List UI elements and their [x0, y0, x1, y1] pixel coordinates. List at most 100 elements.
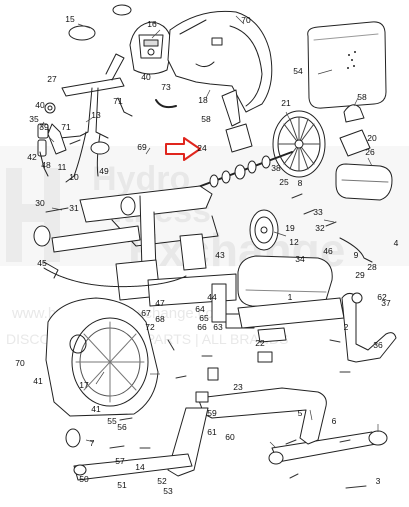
callout-c54: 54	[293, 66, 303, 76]
seat-handle	[341, 292, 397, 363]
callout-c58b: 58	[357, 92, 367, 102]
callout-c31: 31	[69, 203, 79, 213]
callout-c44: 44	[207, 292, 217, 302]
callout-c35: 35	[29, 114, 39, 124]
callout-c18: 18	[198, 95, 208, 105]
end-cap-left	[268, 451, 284, 465]
seat-back	[307, 21, 387, 109]
flywheel	[249, 209, 279, 251]
callout-c3: 3	[376, 476, 381, 486]
callout-c8: 8	[298, 178, 303, 188]
left-tube	[51, 225, 141, 253]
front-stabilizer	[73, 453, 193, 481]
callout-c38: 38	[271, 163, 281, 173]
callout-c10a: 10	[69, 172, 79, 182]
callout-c52: 52	[157, 476, 167, 486]
callout-c50: 50	[79, 474, 89, 484]
bolts	[45, 139, 367, 489]
callout-c69: 69	[137, 142, 147, 152]
callout-c30: 30	[35, 198, 45, 208]
callout-c20: 20	[367, 133, 377, 143]
callout-c14: 14	[135, 462, 145, 472]
side-shroud	[45, 297, 159, 417]
seat-back-seam	[313, 33, 379, 41]
bracket-58	[221, 89, 241, 127]
frame-bottom	[197, 387, 327, 445]
pedal-cluster	[37, 102, 56, 177]
callout-c68: 68	[155, 314, 165, 324]
fan-wheel	[272, 110, 326, 178]
bracket-20	[339, 129, 371, 157]
callout-c63: 63	[213, 322, 223, 332]
callout-c40a: 40	[35, 100, 45, 110]
callout-c21: 21	[281, 98, 291, 108]
console-tray	[68, 25, 96, 41]
clamp-59	[195, 391, 209, 403]
callout-c26: 26	[365, 147, 375, 157]
foot-cap	[73, 464, 87, 476]
lever-71	[117, 97, 133, 117]
callout-c49: 49	[99, 166, 109, 176]
callout-c33: 33	[313, 207, 323, 217]
callout-c9: 9	[354, 250, 359, 260]
callout-c13: 13	[91, 110, 101, 120]
tension-cable	[43, 267, 187, 288]
callout-c70b: 70	[15, 358, 25, 368]
callout-c57: 57	[115, 456, 125, 466]
end-cap-right	[368, 430, 388, 446]
callout-c40b: 40	[141, 72, 151, 82]
callout-c39: 39	[39, 122, 49, 132]
callout-c7: 7	[90, 438, 95, 448]
tube-end	[120, 196, 136, 216]
callout-c25: 25	[279, 177, 289, 187]
handlebar-upright	[45, 53, 125, 183]
tray-cap	[112, 4, 132, 16]
callout-c66: 66	[197, 322, 207, 332]
callout-c15: 15	[65, 14, 75, 24]
callout-c42: 42	[27, 152, 37, 162]
callout-c71b: 71	[61, 122, 71, 132]
callout-c17: 17	[79, 380, 89, 390]
axle-assembly	[189, 151, 293, 191]
callout-c5: 5	[298, 408, 303, 418]
callout-c65: 65	[199, 313, 209, 323]
seat-knob	[257, 327, 287, 343]
callout-c34: 34	[295, 254, 305, 264]
callout-c27: 27	[47, 74, 57, 84]
upper-shroud	[167, 10, 273, 113]
callout-c53: 53	[163, 486, 173, 496]
bracket-22	[257, 351, 273, 363]
callout-c24: 24	[197, 143, 207, 153]
callout-c47: 47	[155, 298, 165, 308]
seat-back-holes	[347, 51, 356, 69]
callout-c73: 73	[161, 82, 171, 92]
callout-c32: 32	[315, 223, 325, 233]
leader-lines	[39, 15, 379, 449]
callout-c48: 48	[41, 160, 51, 170]
callout-c22: 22	[255, 338, 265, 348]
callout-c36: 36	[373, 340, 383, 350]
sensor-wire	[339, 237, 373, 263]
drive-belt	[335, 163, 393, 201]
callout-c41b: 41	[91, 404, 101, 414]
red-arrow	[165, 137, 201, 161]
callout-c67: 67	[141, 308, 151, 318]
callout-c29: 29	[355, 270, 365, 280]
console	[129, 21, 173, 75]
bracket-23	[207, 367, 219, 381]
bracket-24	[225, 123, 253, 153]
stabilizer-cap	[65, 428, 81, 448]
callout-c28: 28	[367, 262, 377, 272]
callout-c70a: 70	[241, 15, 251, 25]
callout-c41a: 41	[33, 376, 43, 386]
callout-c71a: 71	[113, 96, 123, 106]
callout-c45: 45	[37, 258, 47, 268]
callout-c19: 19	[285, 223, 295, 233]
callout-c2: 2	[344, 322, 349, 332]
callout-c46: 46	[323, 246, 333, 256]
callout-c60: 60	[225, 432, 235, 442]
callout-c12: 12	[289, 237, 299, 247]
callout-c23: 23	[233, 382, 243, 392]
